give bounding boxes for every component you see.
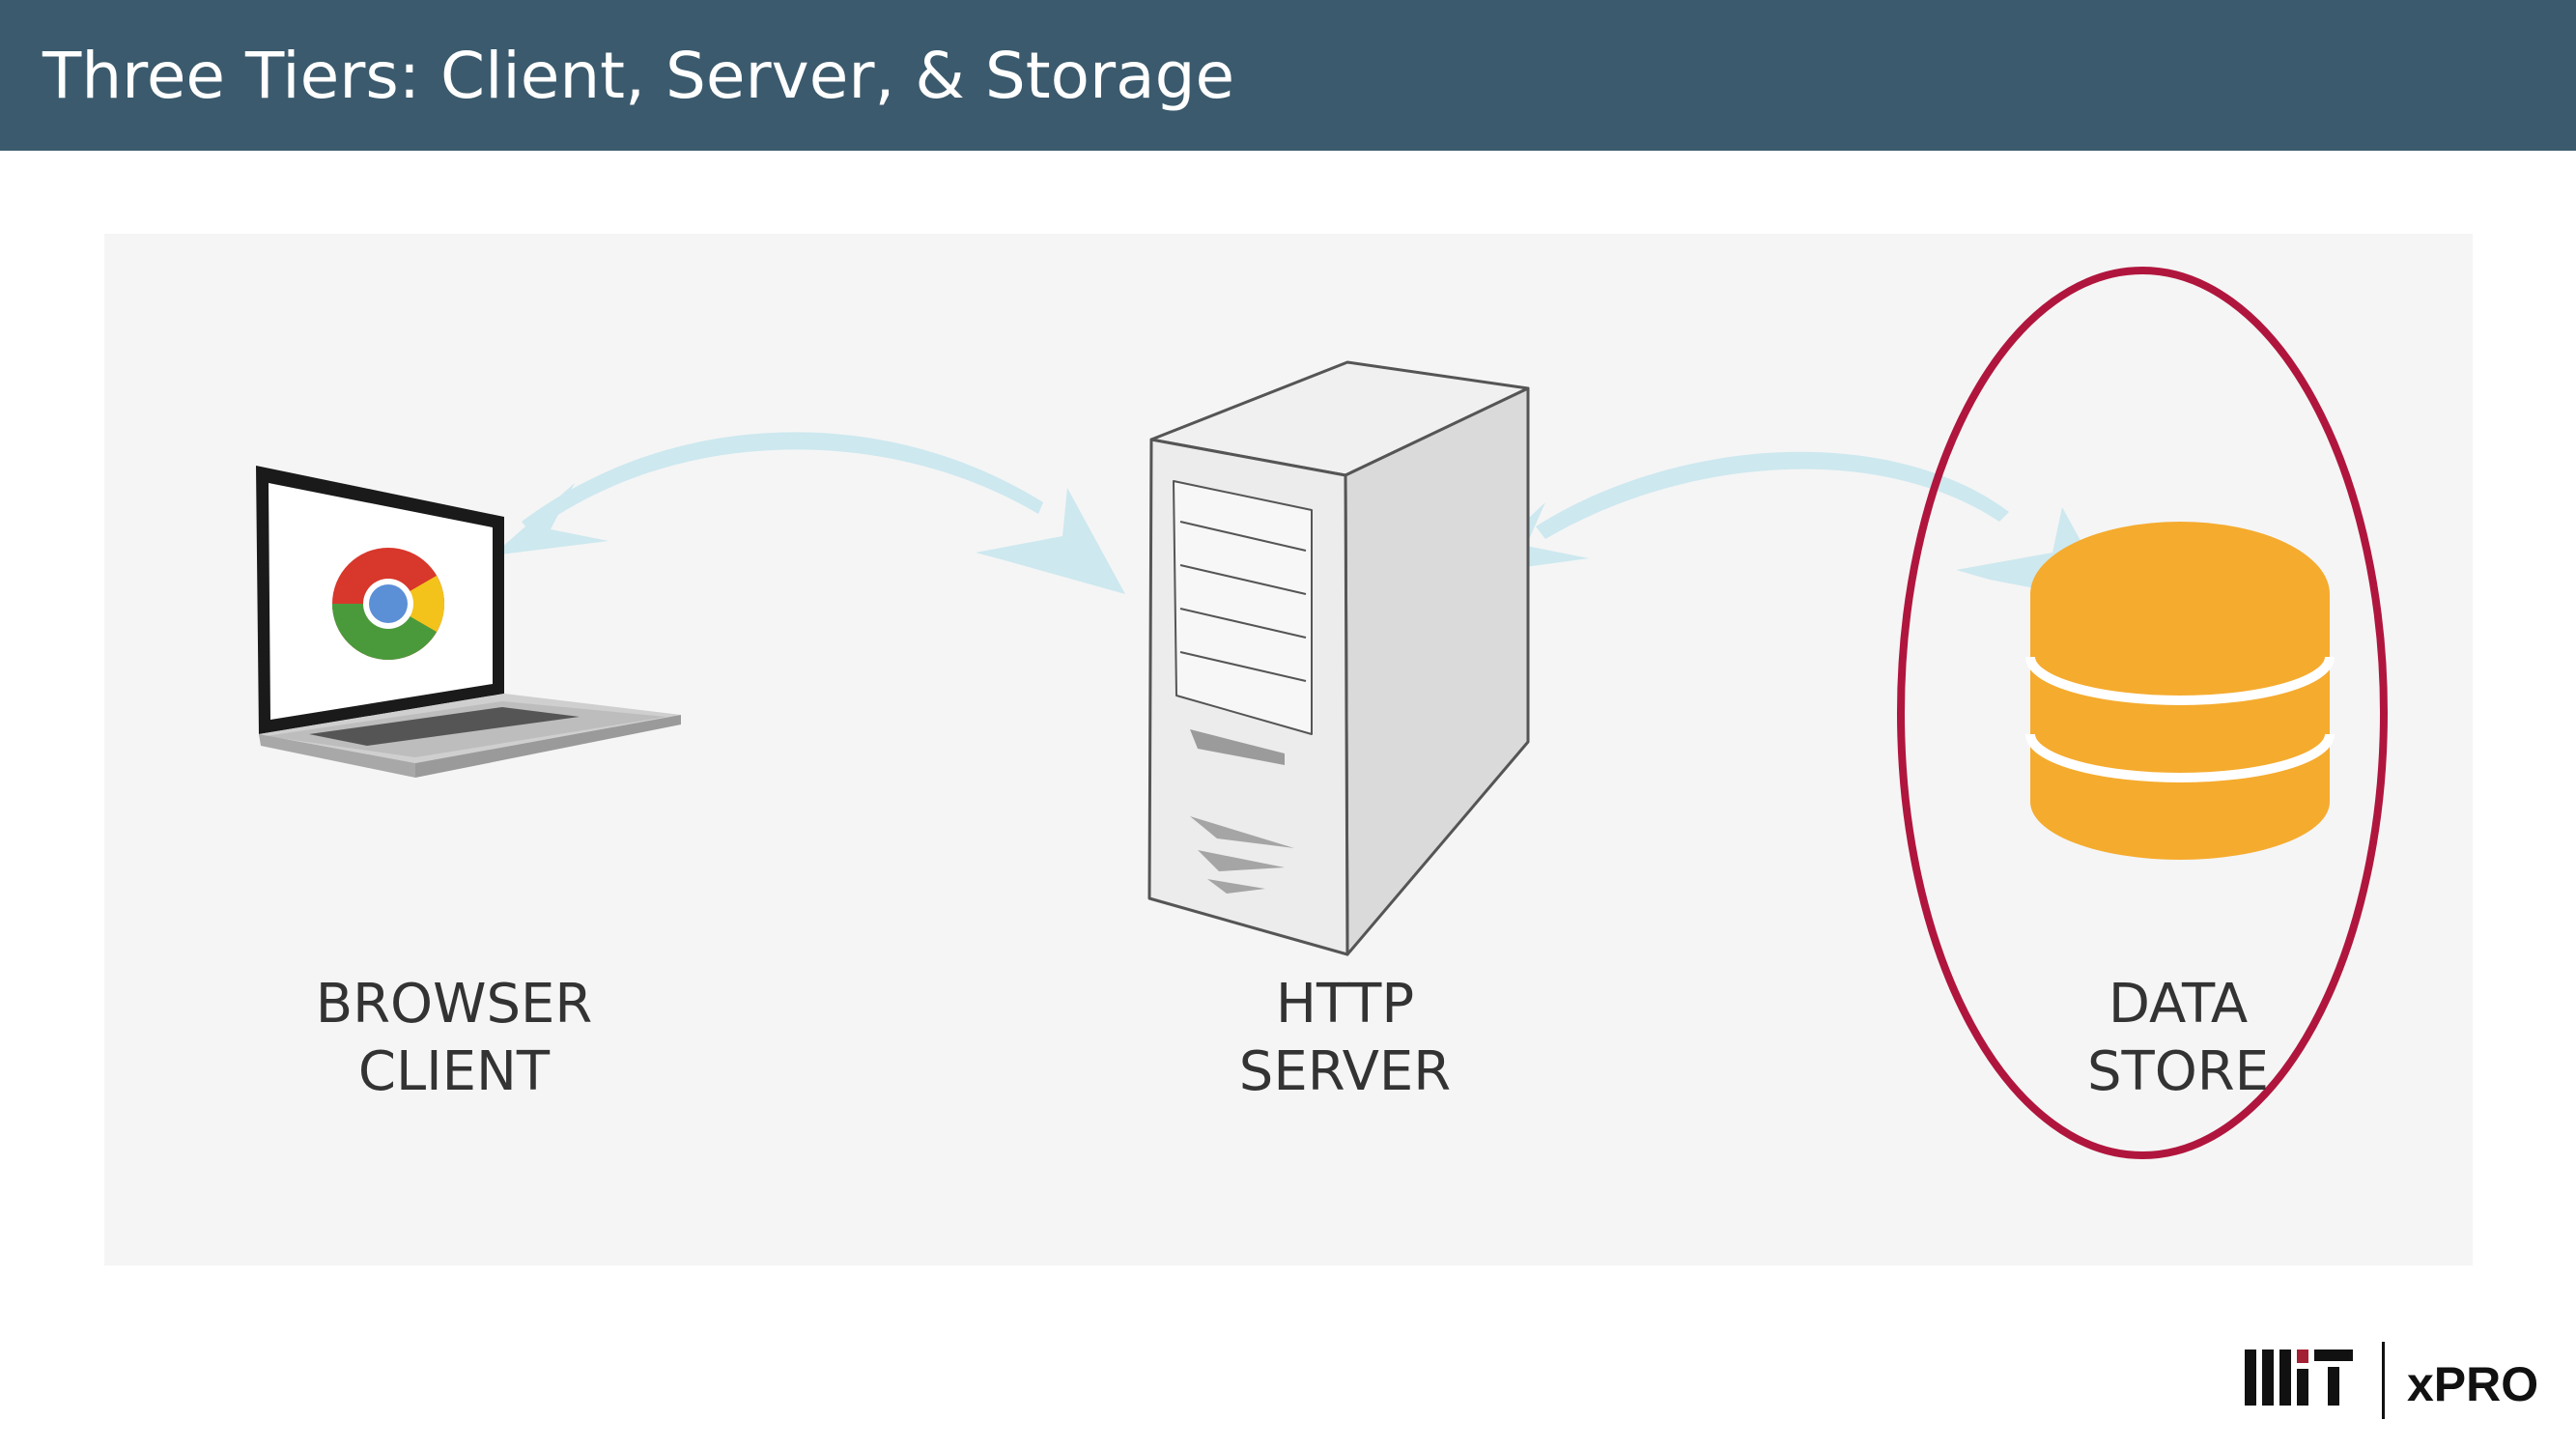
- highlight-ring: [1897, 267, 2388, 1159]
- client-label: BROWSER CLIENT: [315, 973, 593, 1103]
- database-icon: [2025, 522, 2335, 860]
- client-server-arrow: [493, 432, 1125, 594]
- chrome-logo-icon: [332, 548, 444, 660]
- server-label: HTTP SERVER: [1238, 973, 1452, 1103]
- slide-title: Three Tiers: Client, Server, & Storage: [42, 39, 1235, 113]
- mit-xpro-logo: xPRO: [2241, 1338, 2538, 1425]
- title-bar: Three Tiers: Client, Server, & Storage: [0, 0, 2576, 151]
- laptop-chrome-icon: [256, 466, 681, 778]
- xpro-wordmark: xPRO: [2407, 1357, 2539, 1411]
- server-store-arrow: [1468, 451, 2115, 604]
- store-label: DATA STORE: [2086, 973, 2270, 1103]
- server-tower-icon: [1147, 360, 1530, 956]
- mit-logo-icon: [2245, 1342, 2385, 1419]
